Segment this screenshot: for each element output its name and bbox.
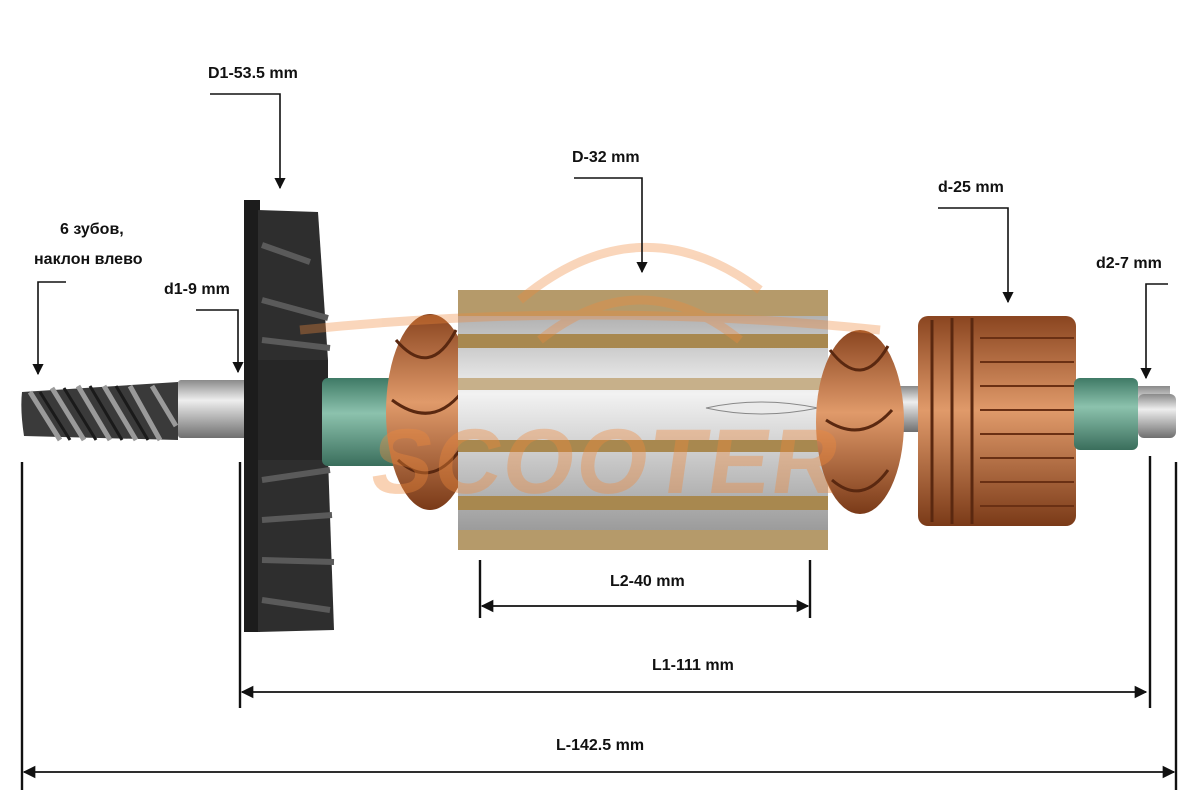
label-core-diameter: D-32 mm <box>572 149 640 166</box>
leader-core-diameter <box>574 177 648 274</box>
label-shaft-length: L1-111 mm <box>652 657 734 674</box>
dimension-lines <box>20 456 1178 790</box>
label-total-length: L-142.5 mm <box>556 737 645 754</box>
leader-start-diameter <box>196 309 244 374</box>
insulation-left <box>322 378 402 466</box>
label-teeth-line2: наклон влево <box>34 251 143 268</box>
cooling-fan <box>244 200 335 632</box>
bearing-seat-right <box>1138 394 1176 438</box>
leader-fan-diameter <box>210 93 286 190</box>
watermark-text: SCOOTER <box>364 411 849 513</box>
label-end-diameter: d2-7 mm <box>1096 255 1162 272</box>
leader-end-diameter <box>1140 283 1168 380</box>
label-start-diameter: d1-9 mm <box>164 281 230 298</box>
bearing-seat-left <box>178 380 248 438</box>
label-teeth-line1: 6 зубов, <box>60 221 124 238</box>
label-commutator-diameter: d-25 mm <box>938 179 1004 196</box>
leader-lines <box>32 93 1168 380</box>
label-core-length: L2-40 mm <box>610 573 685 590</box>
leader-commutator-diameter <box>938 207 1014 304</box>
pinion-gear <box>21 382 179 442</box>
armature-core <box>458 290 828 550</box>
watermark-logo <box>299 242 881 344</box>
leader-teeth <box>32 281 66 376</box>
winding-right <box>816 330 904 514</box>
commutator <box>918 316 1076 526</box>
label-fan-diameter: D1-53.5 mm <box>208 65 298 82</box>
insulation-right <box>1074 378 1138 450</box>
